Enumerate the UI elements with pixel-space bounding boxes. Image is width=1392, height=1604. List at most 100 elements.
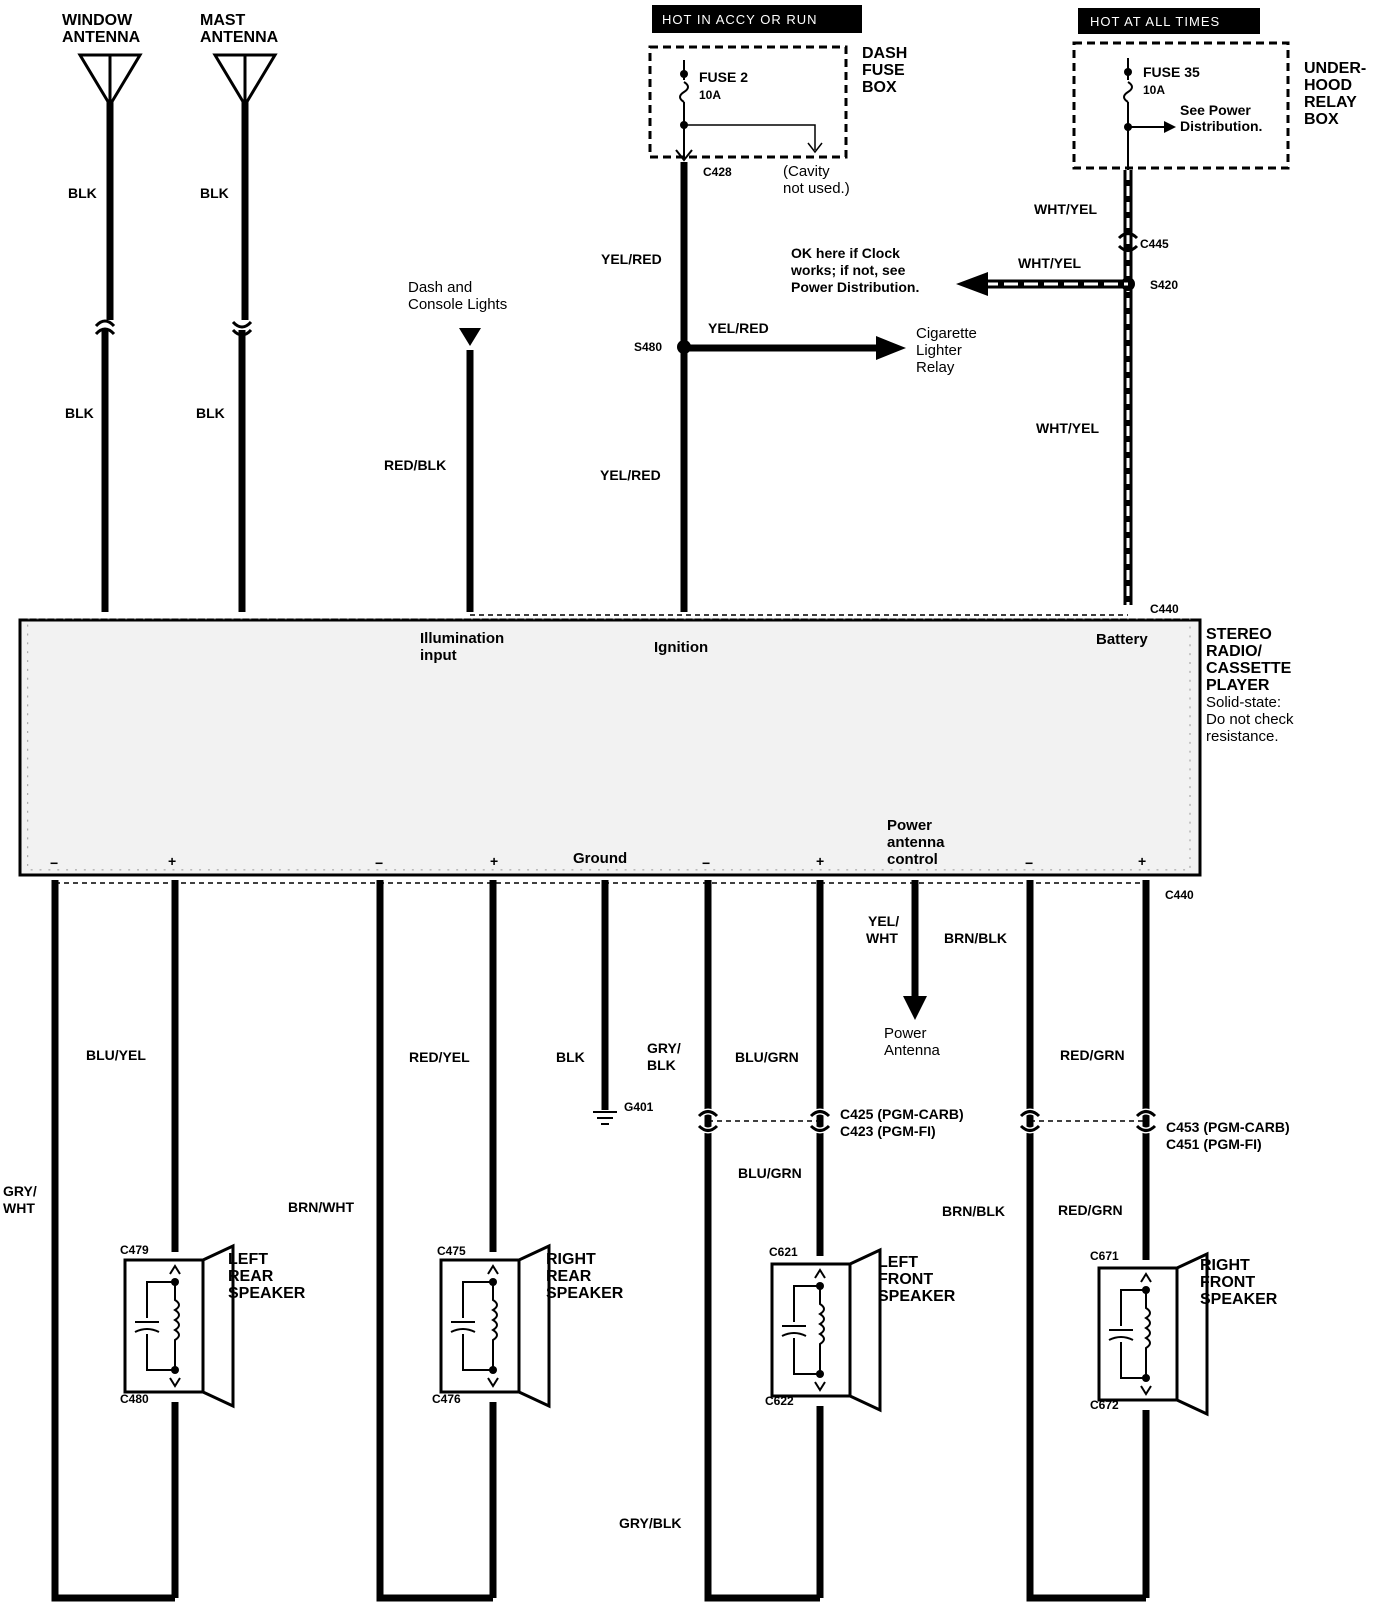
terminal-minus: − [702,855,710,871]
radio-ignition: Ignition [654,639,708,656]
speaker-body [1097,1266,1179,1402]
radio-note-1: Solid-state: [1206,694,1281,711]
underhood-label-4: BOX [1304,111,1339,128]
radio-pa-control-3: control [887,851,938,868]
wire-label-gry-blk-1a: GRY/ [647,1040,681,1056]
left-rear-speaker-label-1: LEFT [228,1251,268,1268]
stereo-radio-unit [18,618,1202,877]
dash-lights-arrow [459,328,481,346]
ground-symbol [593,1111,617,1125]
connector-c425: C425 (PGM-CARB) [840,1106,964,1122]
underhood-label-2: HOOD [1304,77,1352,94]
speaker-body [770,1262,852,1398]
connector-c440-bottom: C440 [1165,888,1194,902]
fuse-2-rating: 10A [699,88,721,102]
terminal-plus: + [816,853,824,869]
capacitor-plate [1108,1336,1134,1341]
speaker-wire-group [51,880,1158,1602]
wire-label-yel-red: YEL/RED [600,467,661,483]
wire-label-yel-wht-2: WHT [866,930,898,946]
speaker-coil [491,1282,498,1370]
dash-lights-label-2: Console Lights [408,296,507,313]
speaker-loop [462,1281,493,1371]
terminal-plus: + [168,853,176,869]
wire-label-red-grn: RED/GRN [1060,1047,1125,1063]
dash-fuse-box-label-3: BOX [862,79,897,96]
radio-pa-control-2: antenna [887,834,945,851]
underhood-relay-box [1072,41,1290,170]
fuse-2 [675,60,823,162]
right-front-speaker-label-2: FRONT [1200,1274,1255,1291]
window-antenna-label-1: WINDOW [62,12,133,29]
fuse-2-name: FUSE 2 [699,69,748,85]
connector-symbol [697,1110,719,1132]
left-front-speaker-label-2: FRONT [878,1271,933,1288]
wire-label-red-grn: RED/GRN [1058,1202,1123,1218]
speaker-arrow [814,1268,826,1279]
capacitor-plate [134,1328,160,1333]
terminal-plus: + [490,853,498,869]
terminal-plus: + [1138,853,1146,869]
see-power-2: Distribution. [1180,118,1262,134]
left-front-negative-wire [704,880,820,1602]
fuse-35-rating: 10A [1143,83,1165,97]
left-front-speaker-label-3: SPEAKER [878,1288,956,1305]
speaker-coil [818,1286,825,1374]
left-rear-speaker-label-3: SPEAKER [228,1285,306,1302]
speaker-cone [201,1243,235,1409]
wire-label-blk: BLK [196,405,225,421]
connector-c453: C453 (PGM-CARB) [1166,1119,1290,1135]
clock-note-1: OK here if Clock [791,245,900,261]
speaker-loop [146,1281,175,1371]
connector-c423: C423 (PGM-FI) [840,1123,936,1139]
underhood-label-3: RELAY [1304,94,1357,111]
dash-lights-label-1: Dash and [408,279,472,296]
splice-s420-label: S420 [1150,278,1178,292]
right-front-speaker-label-3: SPEAKER [1200,1291,1278,1308]
wire-label-wht-yel: WHT/YEL [1018,255,1081,271]
fuse-35-name: FUSE 35 [1143,64,1200,80]
speaker-cone [517,1243,551,1409]
speaker-arrow [1140,1385,1152,1396]
wire-label-brn-wht: BRN/WHT [288,1199,355,1215]
speaker-arrow [487,1264,499,1275]
wire-label-blk: BLK [200,185,229,201]
window-antenna-label-2: ANTENNA [62,29,141,46]
cig-relay-label-2: Lighter [916,342,962,359]
splice-s480-label: S480 [634,340,662,354]
wire-label-brn-blk: BRN/BLK [944,930,1007,946]
speaker-coil [173,1282,180,1370]
dash-fuse-box [648,45,848,159]
clock-note-2: works; if not, see [790,262,906,278]
connector-c428: C428 [703,165,732,179]
wire-label-yel-wht-1: YEL/ [868,913,899,929]
terminal-minus: − [375,855,383,871]
radio-ground: Ground [573,850,627,867]
left-rear-speaker-label-2: REAR [228,1268,274,1285]
terminal-minus: − [50,855,58,871]
connector-c451: C451 (PGM-FI) [1166,1136,1262,1152]
radio-illumination-2: input [420,647,457,664]
power-antenna-arrow [903,996,927,1020]
svg-text:HOT AT ALL TIMES: HOT AT ALL TIMES [1090,14,1220,29]
capacitor-plate [781,1332,807,1337]
power-antenna-label-2: Antenna [884,1042,941,1059]
connector-symbol [1019,1110,1041,1132]
wire-label-gry-blk: GRY/BLK [619,1515,681,1531]
speaker-coil [1144,1290,1151,1378]
speaker-cone [848,1247,882,1413]
wire-label-gry-wht-1: GRY/ [3,1183,37,1199]
wire-label-blk: BLK [65,405,94,421]
right-rear-speaker-label-2: REAR [546,1268,592,1285]
speaker-loop [793,1285,820,1375]
connector-c440-top: C440 [1150,602,1179,616]
connector-symbol [1135,1110,1157,1132]
see-power-1: See Power [1180,102,1251,118]
svg-text:HOT IN ACCY OR RUN: HOT IN ACCY OR RUN [662,12,817,27]
radio-illumination-1: Illumination [420,630,504,647]
hot-accy-header: HOT IN ACCY OR RUN [652,5,862,33]
wire-label-gry-blk-1b: BLK [647,1057,676,1073]
wire-label-blu-grn: BLU/GRN [738,1165,802,1181]
right-rear-speaker-label-3: SPEAKER [546,1285,624,1302]
